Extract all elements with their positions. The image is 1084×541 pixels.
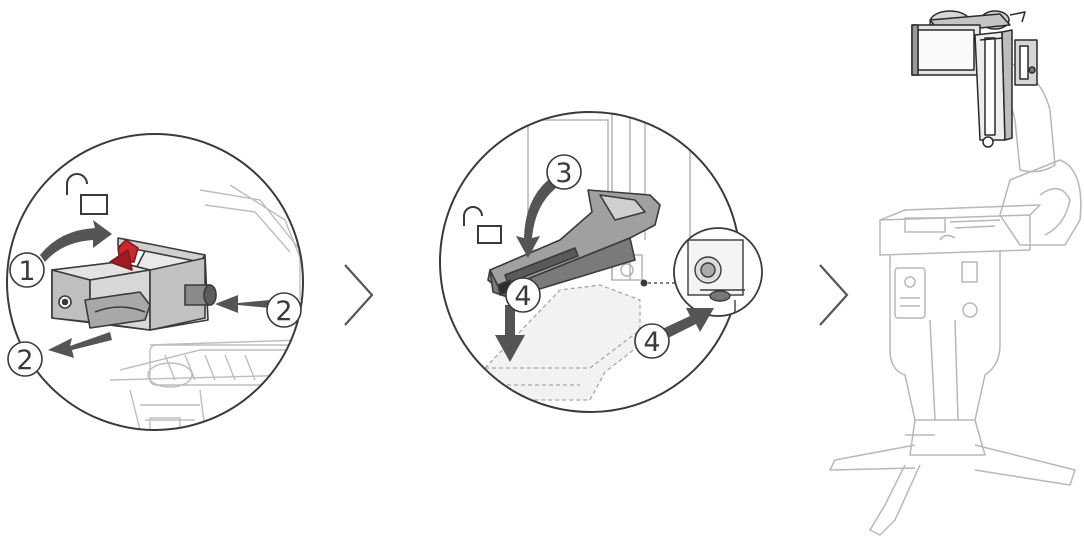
panel-2-mount-bracket: 3 4 4: [440, 110, 762, 412]
step-4-badge: 4: [635, 324, 669, 358]
step-2-badge: 2: [8, 342, 42, 376]
step-4-badge: 4: [506, 278, 540, 312]
step-4-number: 4: [643, 327, 660, 358]
phone-holder: [912, 11, 1037, 147]
chevron-right-icon: [345, 265, 372, 325]
arrow-icon: [215, 295, 270, 313]
panel-1-release-clamp: 1 2 2: [7, 134, 305, 430]
step-2-badge: 2: [267, 293, 301, 327]
step-2-number: 2: [16, 345, 33, 376]
step-1-number: 1: [18, 256, 35, 287]
screw-detail-inset: [641, 228, 763, 320]
step-2-number: 2: [275, 296, 292, 327]
arrow-icon: [48, 332, 112, 358]
step-1-badge: 1: [10, 253, 44, 287]
step-3-badge: 3: [547, 155, 581, 189]
unlock-icon: [464, 207, 501, 243]
unlock-icon: [67, 174, 107, 214]
gimbal-body: [830, 60, 1081, 535]
chevron-right-icon: [820, 265, 847, 325]
quick-release-clamp: [52, 238, 216, 330]
step-4-number: 4: [514, 281, 531, 312]
panel-3-assembled-gimbal: [830, 11, 1081, 535]
step-3-number: 3: [555, 158, 572, 189]
